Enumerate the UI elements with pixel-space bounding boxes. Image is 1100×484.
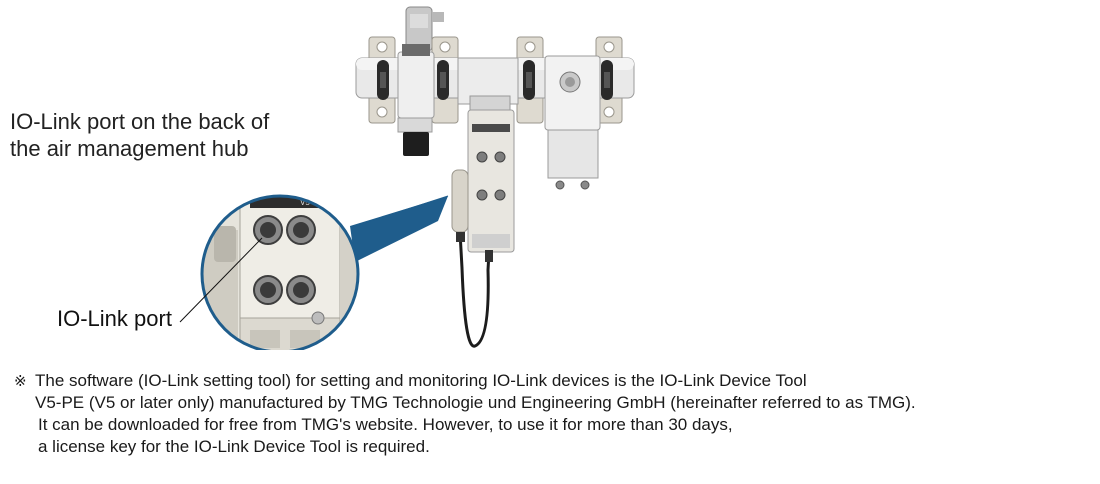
zoom-callout-wedge (350, 196, 448, 262)
device-badge: V5 (300, 198, 310, 207)
footnote-line-4: a license key for the IO-Link Device Too… (38, 437, 430, 456)
footnote-line-2: V5-PE (V5 or later only) manufactured by… (35, 393, 916, 412)
footnote-line-3: It can be downloaded for free from TMG's… (38, 415, 733, 434)
io-link-port-label: IO-Link port (57, 306, 172, 331)
port-leader-line (179, 237, 263, 323)
hub-caption-line-2: the air management hub (10, 136, 249, 161)
magnified-io-link-port (202, 196, 358, 350)
footnote-marker: ※ (14, 373, 27, 390)
hub-caption: IO-Link port on the back of the air mana… (10, 108, 269, 162)
air-management-hub-figure: V5 (179, 6, 635, 350)
hub-assembly (355, 6, 635, 348)
footnote-line-1: The software (IO-Link setting tool) for … (35, 371, 807, 390)
hub-caption-line-1: IO-Link port on the back of (10, 109, 270, 134)
